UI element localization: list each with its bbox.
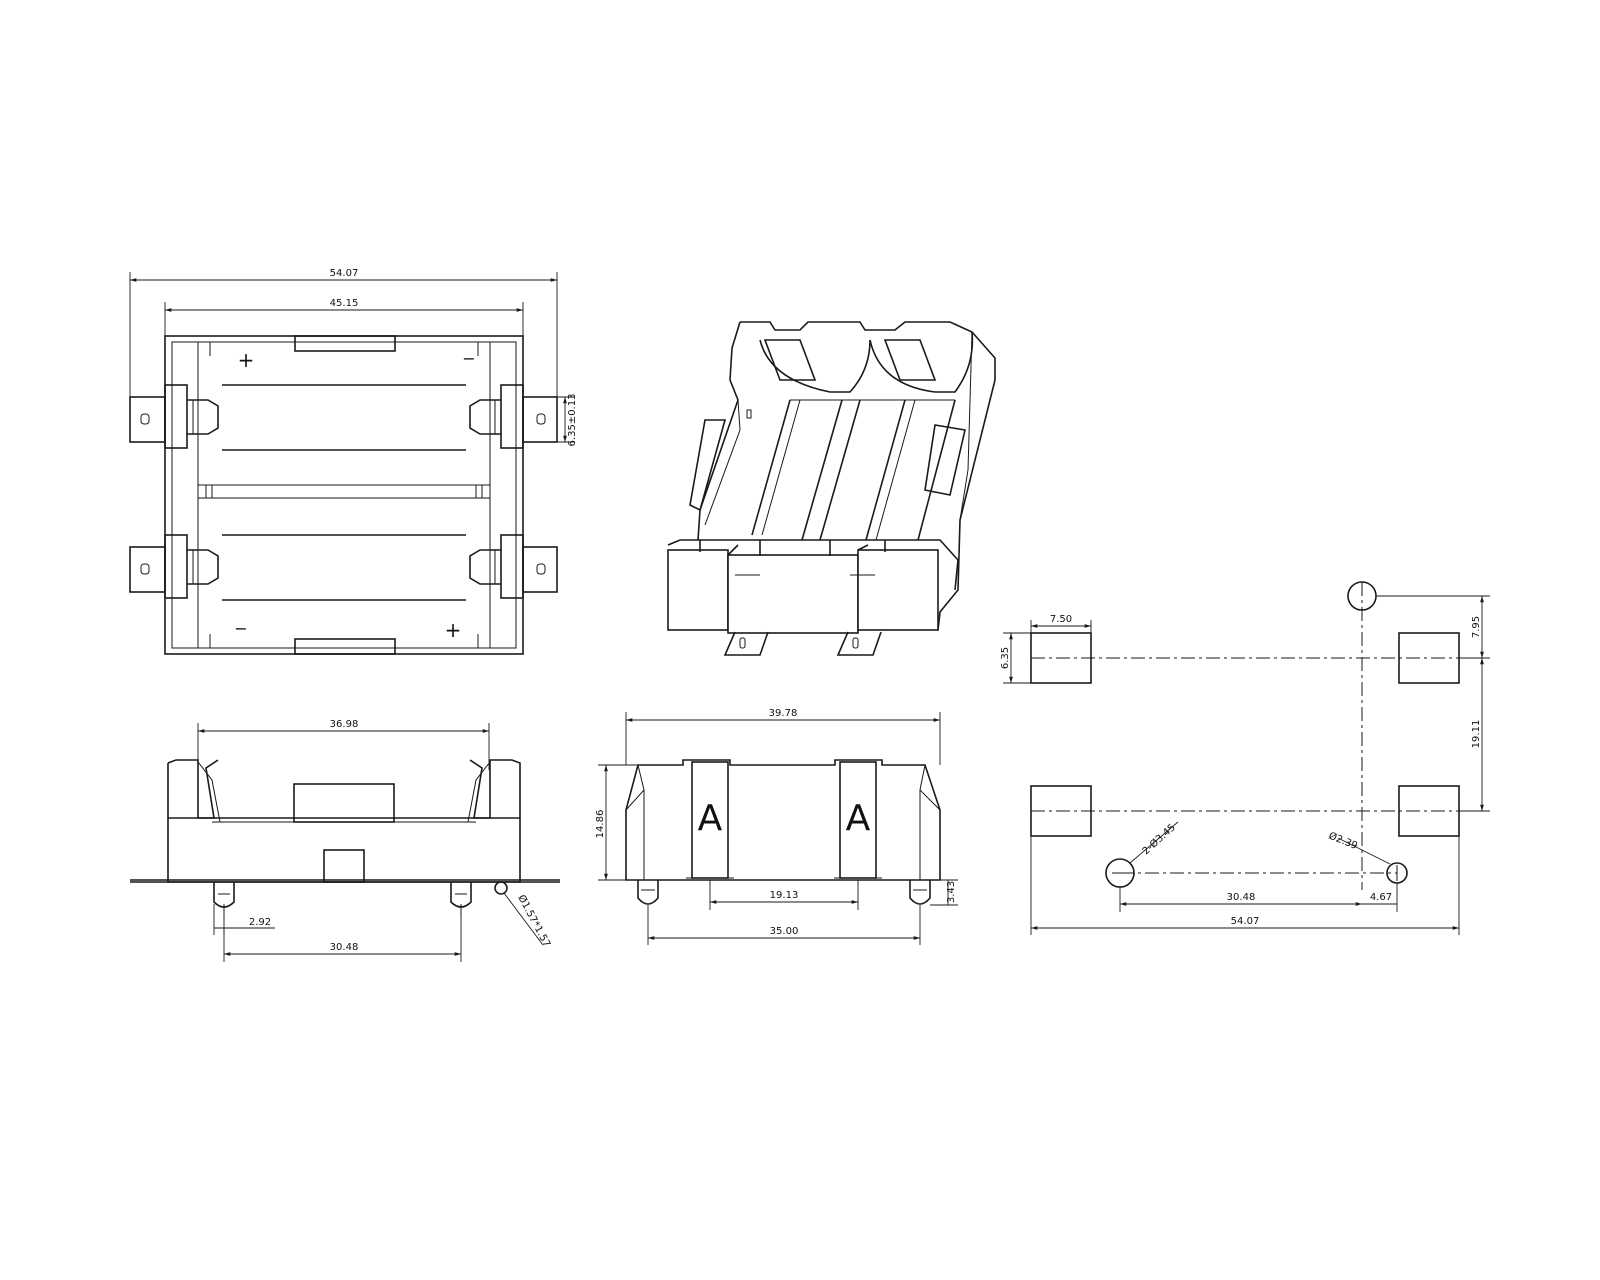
dim-inner-width-label: 45.15 (330, 298, 359, 309)
dim-pin-spacing-label: 35.00 (770, 926, 799, 937)
dim-hole-offset-label: 4.67 (1370, 892, 1392, 903)
dim-top-span-label: 36.98 (330, 719, 359, 730)
isometric-view (667, 321, 996, 656)
holder-body-outline (164, 335, 524, 655)
dim-large-hole-label: 2-Ø3.45 (1140, 821, 1178, 857)
body-letter-left: A (698, 798, 723, 839)
dim-end-width-label: 39.78 (769, 708, 798, 719)
pin-right (450, 882, 472, 918)
dim-top-offset-label: 7.95 (1471, 616, 1482, 638)
dim-clip-spacing-label: 19.13 (770, 890, 799, 901)
end-view: 39.78 A A 14.86 19.13 35.00 (595, 708, 958, 945)
pcb-layout: 7.50 6.35 7.95 19.11 2-Ø3.45 Ø2.39 30.48… (1000, 581, 1490, 935)
dim-end-height-label: 14.86 (595, 810, 606, 839)
dim-pad-pitch-label: 19.11 (1471, 720, 1482, 749)
polarity-minus-bottom: − (234, 619, 247, 638)
polarity-plus-top: + (238, 348, 255, 372)
dim-pin-pitch-label: 30.48 (330, 942, 359, 953)
dim-hole-pitch-label: 30.48 (1227, 892, 1256, 903)
polarity-plus-bottom: + (445, 618, 462, 642)
dim-pin-offset-label: 2.92 (249, 917, 271, 928)
dim-pad-height-label: 6.35 (1000, 647, 1011, 669)
dim-pcb-overall-width-label: 54.07 (1231, 916, 1260, 927)
dim-tab-width-label: 6.35±0.13 (567, 394, 578, 447)
dim-overall-width-label: 54.07 (330, 268, 359, 279)
dim-pin-diameter-label: Ø1.57*1.57 (515, 893, 553, 949)
top-view: 54.07 45.15 (129, 268, 578, 655)
side-view: 36.98 2.92 30.48 (130, 719, 560, 962)
dim-small-hole-label: Ø2.39 (1327, 830, 1359, 852)
dim-pad-width-label: 7.50 (1050, 614, 1072, 625)
dim-pin-height-label: 3.43 (946, 881, 957, 903)
polarity-minus-top: − (462, 349, 475, 368)
body-letter-right: A (846, 798, 871, 839)
